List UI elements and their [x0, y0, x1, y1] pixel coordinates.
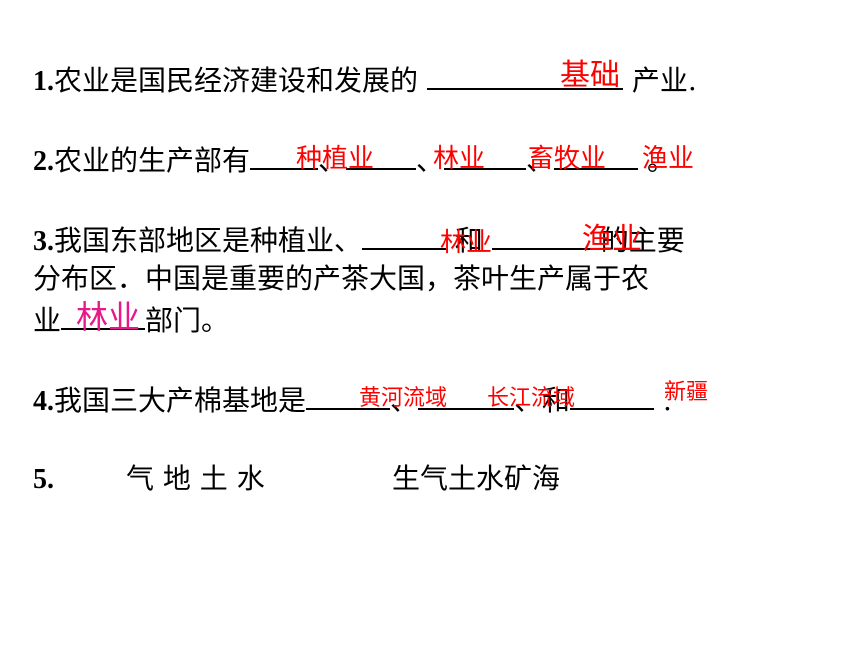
question-1-blank: [426, 62, 623, 90]
question-4-blank-3: [570, 382, 655, 410]
question-5-number: 5.: [33, 464, 54, 495]
answer-2-2: 林业: [433, 144, 486, 174]
answer-3-3: 林业: [76, 298, 141, 336]
question-2-text: 农业的生产部有: [54, 144, 251, 177]
question-3-blank-3: [61, 302, 146, 330]
answer-4-1: 黄河流域: [359, 386, 448, 411]
answer-4-3: 新疆: [664, 380, 709, 405]
question-2-sep-3: 、: [526, 144, 555, 177]
question-2-sep-2: 、: [416, 144, 445, 177]
question-4: 4.我国三大产棉基地是 、 、和 .: [33, 382, 672, 419]
question-3-line-3-prefix: 业: [33, 304, 62, 337]
question-3-blank-1: [362, 222, 447, 250]
question-2-number: 2.: [33, 146, 54, 177]
question-3-suffix: 的主要: [600, 224, 685, 257]
question-5: 5.: [33, 462, 54, 497]
question-4-blank-1: [306, 382, 391, 410]
question-4-number: 4.: [33, 386, 54, 417]
question-3-number: 3.: [33, 226, 54, 257]
question-5-group-1: 气 地 土 水: [126, 462, 265, 495]
question-4-end: .: [662, 384, 672, 417]
question-3-line-2: 分布区．中国是重要的产茶大国，茶叶生产属于农: [33, 262, 650, 295]
question-2-end: 。: [646, 144, 675, 177]
question-2-blank-4: [554, 142, 639, 170]
question-2-blank-3: [444, 142, 527, 170]
question-2-sep-1: 、: [318, 144, 347, 177]
question-2: 2.农业的生产部有 、 、 、 。: [33, 142, 675, 179]
question-1: 1.农业是国民经济建设和发展的 产业.: [33, 62, 697, 99]
answer-4-2: 长江流域: [487, 386, 576, 411]
answer-2-3: 畜牧业: [528, 144, 607, 174]
question-1-text: 农业是国民经济建设和发展的: [54, 64, 419, 97]
question-3-line-3: 业 部门。: [33, 302, 229, 338]
answer-3-1: 林业: [440, 228, 493, 258]
answer-2-4: 渔业: [642, 144, 695, 174]
question-4-sep-1: 、: [390, 384, 419, 417]
question-1-number: 1.: [33, 66, 54, 97]
question-3-line-1: 3.我国东部地区是种植业、 和 的主要: [33, 222, 685, 259]
question-3-line-3-suffix: 部门。: [145, 304, 230, 337]
question-5-group-2: 生气土水矿海: [392, 462, 561, 495]
answer-3-2: 渔业: [582, 222, 642, 257]
question-3-text: 我国东部地区是种植业、: [54, 224, 363, 257]
question-3-and: 和: [454, 224, 483, 257]
question-1-suffix: 产业.: [631, 64, 697, 97]
question-2-blank-1: [250, 142, 319, 170]
question-2-blank-2: [346, 142, 417, 170]
answer-1: 基础: [560, 58, 620, 93]
question-4-blank-2: [418, 382, 515, 410]
question-3-blank-2: [491, 222, 592, 250]
question-4-text: 我国三大产棉基地是: [54, 384, 307, 417]
answer-2-1: 种植业: [296, 144, 375, 174]
question-4-sep-2: 、和: [514, 384, 571, 417]
